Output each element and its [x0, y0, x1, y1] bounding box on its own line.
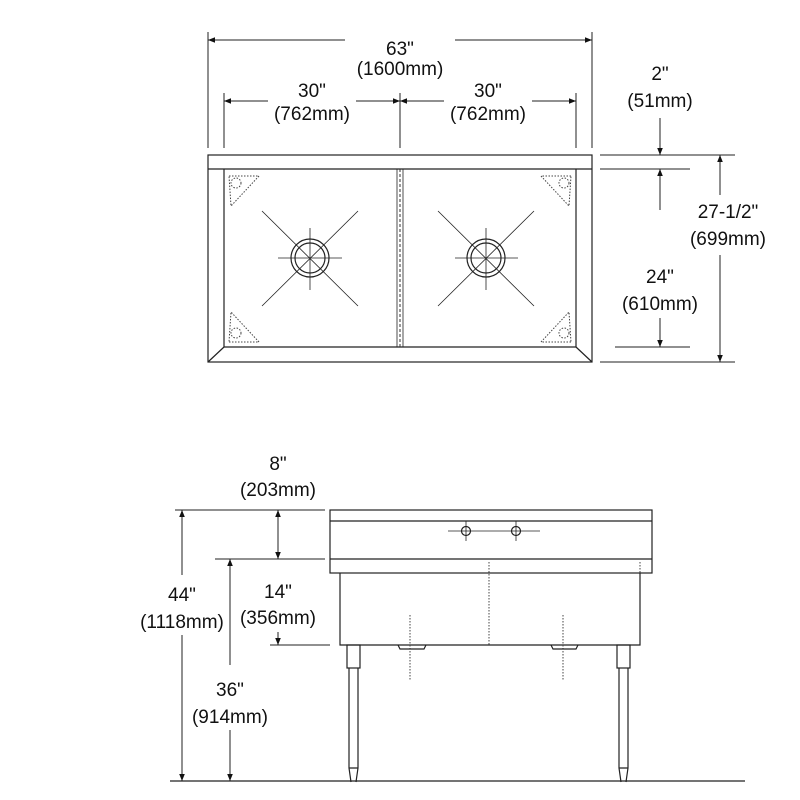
faucet-holes: [448, 521, 540, 541]
leg-right: [616, 644, 631, 783]
dim-overall-width-in: 63": [386, 39, 414, 60]
dim-overall-width-mm: (1600mm): [357, 59, 444, 80]
dim-backsplash-height-mm: (203mm): [240, 480, 316, 501]
dim-bowl-height-mm: (356mm): [240, 608, 316, 629]
dim-bowl-left-mm: (762mm): [274, 104, 350, 125]
dim-bowl-right-in: 30": [474, 81, 502, 102]
drain-right: [437, 210, 535, 307]
dim-overall-height-in: 44": [168, 585, 196, 606]
dim-rim-height-in: 36": [216, 680, 244, 701]
dim-bowl-depth-in: 24": [646, 267, 674, 288]
top-view: 63" (1600mm) 30" (762mm) 30" (762mm) 2" …: [207, 32, 766, 363]
drain-left: [261, 210, 359, 307]
dim-backsplash-depth-in: 2": [651, 64, 668, 85]
dim-bowl-depth-mm: (610mm): [622, 294, 698, 315]
dim-rim-height-mm: (914mm): [192, 707, 268, 728]
corner-brackets: [228, 175, 572, 343]
drains-hidden: [397, 615, 579, 680]
dim-backsplash-height-in: 8": [269, 454, 286, 475]
dim-overall-depth-mm: (699mm): [690, 229, 766, 250]
dim-bowl-left-in: 30": [298, 81, 326, 102]
dim-overall-height-mm: (1118mm): [140, 612, 224, 633]
front-view: 8" (203mm) 14" (356mm) 44" (1118mm) 36" …: [140, 454, 745, 783]
dim-backsplash-depth-mm: (51mm): [627, 91, 692, 112]
dim-bowl-height-in: 14": [264, 582, 292, 603]
leg-left: [346, 644, 361, 783]
dim-bowl-right-mm: (762mm): [450, 104, 526, 125]
dim-overall-depth-in: 27-1/2": [698, 202, 759, 223]
